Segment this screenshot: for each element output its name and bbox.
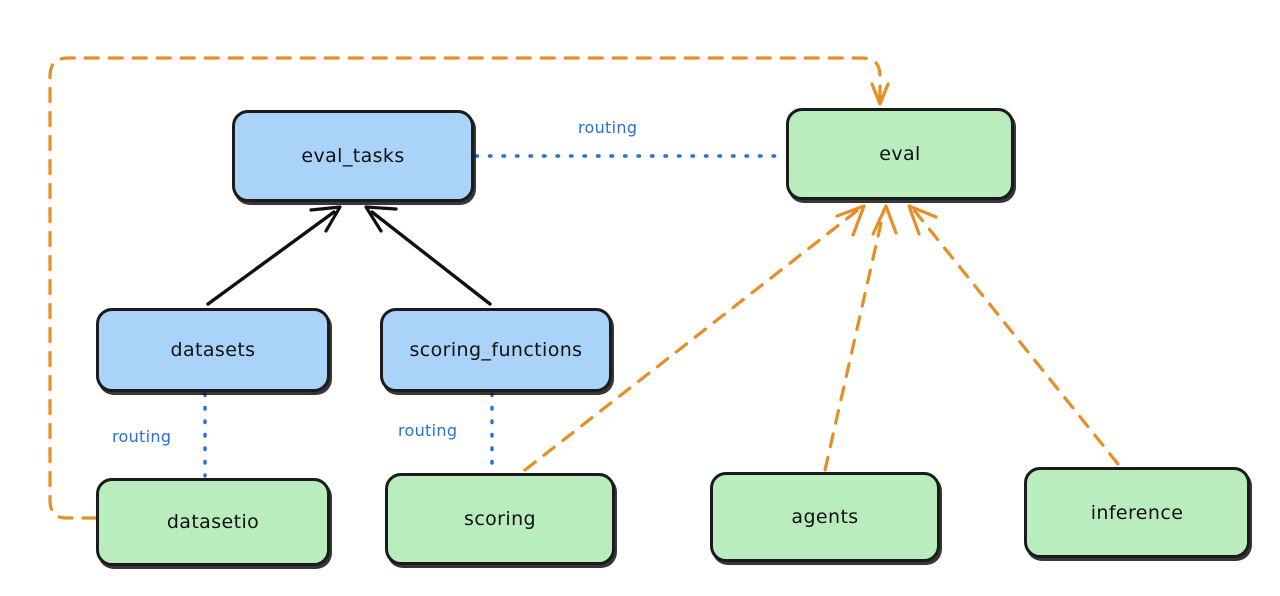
edge-scoring_functions-to-eval_tasks [364,205,492,306]
node-label: inference [1090,501,1184,524]
node-label: eval [879,143,921,165]
node-datasetio[interactable]: datasetio [96,478,330,566]
node-agents[interactable]: agents [710,472,940,562]
node-eval-tasks[interactable]: eval_tasks [232,110,474,202]
node-inference[interactable]: inference [1024,467,1250,558]
node-eval[interactable]: eval [786,108,1014,200]
edge-label-routing-datasets: routing [112,427,172,446]
edge-datasetio-to-eval [48,56,890,520]
node-datasets[interactable]: datasets [96,308,330,392]
node-label: datasetio [166,511,260,533]
edge-inference-to-eval [907,204,1120,466]
edge-label-routing-eval-tasks: routing [578,118,638,137]
node-label: scoring_functions [409,339,583,361]
node-scoring-functions[interactable]: scoring_functions [380,308,612,392]
edge-datasets-to-eval_tasks [206,205,342,306]
edge-agents-to-eval [823,204,898,472]
node-label: scoring [464,508,536,530]
node-label: eval_tasks [301,145,405,167]
edge-scoring-to-eval [523,204,866,472]
edge-label-routing-scoring-functions: routing [398,421,458,440]
node-label: datasets [170,339,256,361]
node-scoring[interactable]: scoring [385,473,615,565]
node-label: agents [791,506,859,528]
